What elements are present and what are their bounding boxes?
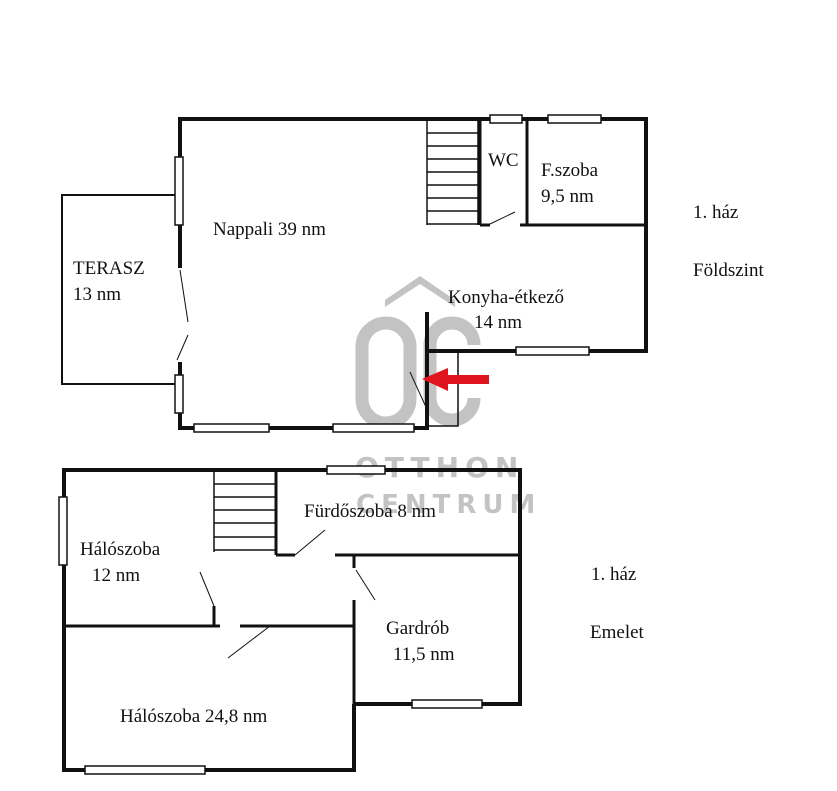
upper-house-label: 1. ház <box>591 564 636 585</box>
ground-labels: TERASZ 13 nm Nappali 39 nm WC F.szoba 9,… <box>73 150 764 333</box>
upper-floor <box>58 465 522 775</box>
wardrobe-name: Gardrób <box>386 618 449 639</box>
living-room-label: Nappali 39 nm <box>213 219 326 240</box>
large-bedroom-label: Hálószoba 24,8 nm <box>120 706 267 727</box>
upper-interior-walls <box>64 470 520 704</box>
wardrobe-area: 11,5 nm <box>393 644 455 665</box>
terrace-outline <box>61 194 178 385</box>
ground-interior-walls <box>478 119 646 227</box>
watermark-c-letter <box>423 316 481 427</box>
ground-windows <box>174 114 602 433</box>
watermark-roof-icon <box>385 276 455 307</box>
terrace-name: TERASZ <box>73 258 145 279</box>
watermark-o-letter <box>355 316 417 430</box>
ground-level-label: Földszint <box>693 260 764 281</box>
small-bedroom-name: Hálószoba <box>80 539 161 560</box>
entrance-arrow-icon <box>422 368 489 391</box>
terrace-area: 13 nm <box>73 284 121 305</box>
upper-level-label: Emelet <box>590 622 645 643</box>
upper-stairs <box>213 470 276 552</box>
kitchen-name: Konyha-étkező <box>448 287 564 308</box>
kitchen-area: 14 nm <box>474 312 522 333</box>
fszoba-area: 9,5 nm <box>541 186 594 207</box>
upper-doors <box>199 529 376 659</box>
otthon-centrum-watermark: OTTHON CENTRUM <box>355 276 541 520</box>
ground-doors <box>176 211 516 427</box>
upper-labels: Hálószoba 12 nm Fürdőszoba 8 nm Gardrób … <box>80 501 645 727</box>
ground-floor <box>61 114 648 433</box>
fszoba-name: F.szoba <box>541 160 599 181</box>
bathroom-label: Fürdőszoba 8 nm <box>304 501 436 522</box>
small-bedroom-area: 12 nm <box>92 565 140 586</box>
wc-label: WC <box>488 150 519 171</box>
upper-windows <box>58 465 483 775</box>
ground-stairs <box>426 119 479 225</box>
watermark-line2: CENTRUM <box>356 490 541 520</box>
ground-house-label: 1. ház <box>693 202 738 223</box>
